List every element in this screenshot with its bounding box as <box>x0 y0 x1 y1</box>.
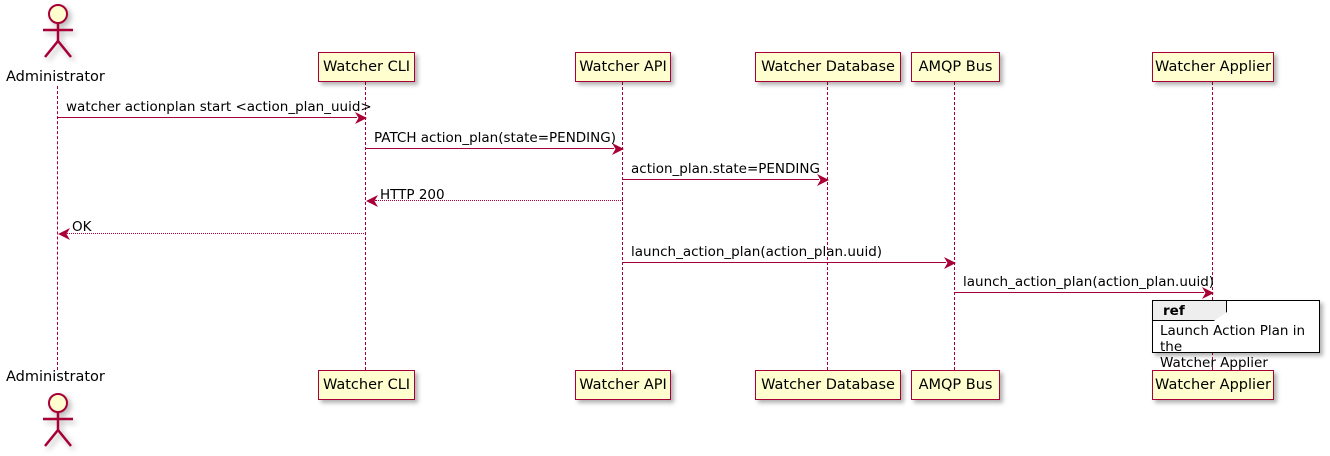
message-label-5: OK <box>72 219 92 235</box>
participant-box-watcher-database-bottom[interactable]: Watcher Database <box>755 370 901 400</box>
participant-box-watcher-api-bottom[interactable]: Watcher API <box>575 370 671 400</box>
lifeline-watcher-api <box>622 82 624 370</box>
participant-box-amqp-bus-bottom[interactable]: AMQP Bus <box>911 370 1000 400</box>
message-label-2: PATCH action_plan(state=PENDING) <box>374 130 616 146</box>
participant-box-watcher-applier-bottom[interactable]: Watcher Applier <box>1152 370 1274 400</box>
participant-label: Watcher API <box>579 58 667 75</box>
participant-box-watcher-applier-top[interactable]: Watcher Applier <box>1152 52 1274 82</box>
participant-box-amqp-bus-top[interactable]: AMQP Bus <box>911 52 1000 82</box>
lifeline-watcher-cli <box>365 82 367 370</box>
participant-label: Watcher CLI <box>322 58 411 75</box>
message-label-6: launch_action_plan(action_plan.uuid) <box>631 244 883 260</box>
message-line-7 <box>955 292 1204 293</box>
message-label-7: launch_action_plan(action_plan.uuid) <box>963 274 1215 290</box>
participant-box-watcher-cli-bottom[interactable]: Watcher CLI <box>318 370 415 400</box>
message-line-2 <box>366 148 614 149</box>
actor-label-administrator-bottom: Administrator <box>6 369 105 385</box>
actor-label-administrator-top: Administrator <box>6 69 105 85</box>
actor-figure-administrator-top[interactable] <box>36 3 80 59</box>
participant-box-watcher-cli-top[interactable]: Watcher CLI <box>318 52 415 82</box>
participant-label: Watcher CLI <box>322 376 411 393</box>
message-arrowhead-7 <box>1202 286 1214 299</box>
lifeline-watcher-database <box>827 82 829 370</box>
lifeline-administrator <box>57 86 59 370</box>
lifeline-amqp-bus <box>954 82 956 370</box>
ref-fragment-tab: ref <box>1153 301 1227 321</box>
actor-figure-administrator-bottom[interactable] <box>36 392 80 448</box>
message-arrowhead-3 <box>817 173 829 186</box>
ref-fragment-text: Launch Action Plan in the Watcher Applie… <box>1160 323 1306 371</box>
message-arrowhead-5 <box>58 227 70 240</box>
participant-box-watcher-api-top[interactable]: Watcher API <box>575 52 671 82</box>
message-line-4 <box>375 200 623 201</box>
message-arrowhead-1 <box>355 111 367 124</box>
message-label-1: watcher actionplan start <action_plan_uu… <box>66 99 372 115</box>
message-line-1 <box>58 117 357 118</box>
message-line-3 <box>623 179 819 180</box>
participant-label: Watcher API <box>579 376 667 393</box>
message-label-3: action_plan.state=PENDING <box>631 161 820 177</box>
participant-label: Watcher Database <box>761 58 895 75</box>
participant-label: AMQP Bus <box>918 376 993 393</box>
message-line-5 <box>67 233 366 234</box>
participant-box-watcher-database-top[interactable]: Watcher Database <box>755 52 901 82</box>
message-arrowhead-6 <box>944 256 956 269</box>
participant-label: Watcher Database <box>761 376 895 393</box>
participant-label: Watcher Applier <box>1155 58 1271 75</box>
participant-label: AMQP Bus <box>918 58 993 75</box>
message-arrowhead-4 <box>366 194 378 207</box>
lifeline-watcher-applier <box>1212 82 1214 370</box>
message-arrowhead-2 <box>612 142 624 155</box>
message-line-6 <box>623 262 946 263</box>
participant-label: Watcher Applier <box>1155 376 1271 393</box>
message-label-4: HTTP 200 <box>380 187 445 203</box>
